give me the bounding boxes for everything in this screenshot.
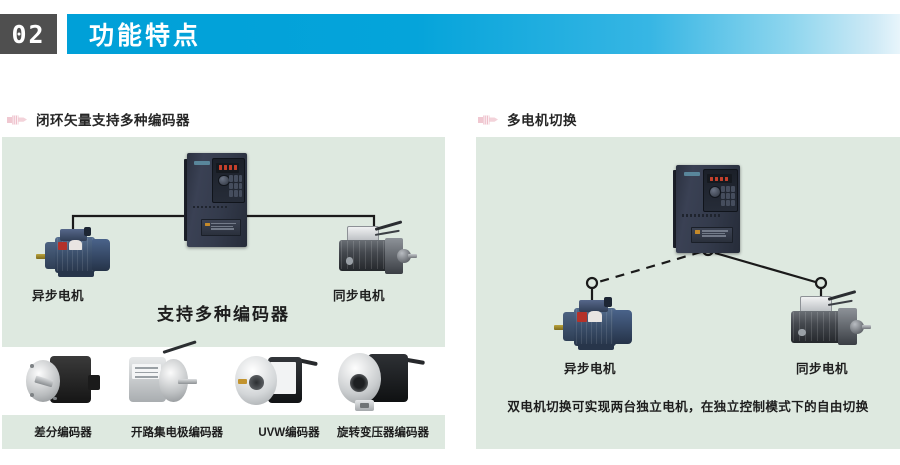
motor-endbell <box>44 241 58 269</box>
servo-body-ridges <box>793 311 841 341</box>
motor-terminal-box <box>579 299 608 313</box>
servo-flange <box>385 237 404 274</box>
motor-shaft <box>554 325 566 331</box>
motor-fan-cover <box>92 239 111 272</box>
servo-shaft <box>861 325 872 330</box>
motor-endbell <box>563 312 577 342</box>
servo-body-ridges <box>340 241 387 270</box>
servo-body <box>339 240 389 272</box>
encoder-open-collector-icon <box>126 340 198 409</box>
vfd-keypad-buttons <box>229 175 243 197</box>
encoder-resolver-icon <box>338 351 425 412</box>
multi-motor-switch-panel: 异步电机 同步电机 双电机切换可实现两台独立电机，在独立控制模式下的自由切换 <box>476 137 900 449</box>
subheading-multi-motor-switch: 多电机切换 <box>477 108 577 130</box>
section-number: 02 <box>11 19 46 49</box>
vfd-side-flap <box>184 158 188 242</box>
closed-loop-vector-panel: 异步电机 同步电机 支持多种编码器 <box>2 137 445 347</box>
encoder-label-row: 差分编码器 开路集电极编码器 UVW编码器 旋转变压器编码器 <box>2 415 445 449</box>
encoder-label-open-collector: 开路集电极编码器 <box>131 427 223 439</box>
servo-flange <box>838 308 857 346</box>
vfd-brand-logo <box>194 160 210 166</box>
multi-motor-caption: 双电机切换可实现两台独立电机，在独立控制模式下的自由切换 <box>507 400 869 414</box>
vfd-keypad-panel <box>702 169 739 212</box>
encoder-uvw-icon <box>234 353 319 409</box>
asynchronous-motor-label: 异步电机 <box>32 289 85 303</box>
motor-foot <box>577 343 615 350</box>
vfd-knob <box>218 175 230 187</box>
encoder-photo-row <box>2 340 445 415</box>
asynchronous-motor-graphic <box>554 295 638 353</box>
servo-marking <box>345 257 354 265</box>
section-number-badge: 02 <box>0 14 57 54</box>
synchronous-motor-label: 同步电机 <box>333 289 386 303</box>
vfd-inverter-device <box>673 165 740 253</box>
vfd-vent <box>682 214 721 217</box>
vfd-inverter-device <box>184 153 247 247</box>
servo-shaft <box>408 254 418 258</box>
motor-foot <box>58 271 94 277</box>
motor-shaft <box>36 253 48 259</box>
encoder-section-title: 支持多种编码器 <box>157 305 290 324</box>
servo-body <box>791 310 842 344</box>
subheading-label: 多电机切换 <box>507 113 577 128</box>
vfd-vent <box>193 205 229 209</box>
synchronous-motor-label: 同步电机 <box>796 362 849 376</box>
motor-fan-cover <box>612 310 633 344</box>
vfd-keypad-buttons <box>721 185 736 206</box>
motor-connector <box>84 227 92 236</box>
motor-white-label <box>588 311 602 322</box>
servo-hub <box>850 319 865 334</box>
junction-node-left <box>585 276 599 290</box>
subheading-label: 闭环矢量支持多种编码器 <box>36 113 190 128</box>
page-header: 02 功能特点 <box>0 14 900 54</box>
motor-connector <box>604 297 612 307</box>
page-title: 功能特点 <box>89 22 202 50</box>
subheading-closed-loop-vector: 闭环矢量支持多种编码器 <box>6 108 190 130</box>
servo-hub <box>396 248 411 263</box>
synchronous-motor-graphic <box>788 290 872 351</box>
encoder-label-differential: 差分编码器 <box>34 427 92 439</box>
hand-point-right-icon <box>478 115 498 124</box>
encoder-label-resolver: 旋转变压器编码器 <box>337 427 429 439</box>
vfd-side-flap <box>673 170 677 248</box>
vfd-nameplate <box>201 218 241 236</box>
servo-marking <box>798 328 806 337</box>
motor-white-label <box>68 240 82 251</box>
hand-point-right-icon <box>7 115 27 124</box>
vfd-nameplate <box>691 226 734 243</box>
vfd-brand-logo <box>683 172 701 177</box>
motor-red-label <box>576 312 587 322</box>
vfd-display-screen <box>706 174 732 184</box>
motor-terminal-box <box>60 229 88 242</box>
encoder-label-uvw: UVW编码器 <box>258 427 320 439</box>
motor-red-label <box>57 241 68 251</box>
encoder-differential-icon <box>24 353 100 409</box>
vfd-keypad-panel <box>212 157 246 203</box>
vfd-display-screen <box>215 163 240 173</box>
asynchronous-motor-label: 异步电机 <box>564 362 617 376</box>
asynchronous-motor-graphic <box>36 225 116 280</box>
junction-node-right <box>814 276 828 290</box>
vfd-knob <box>709 185 722 198</box>
section-title-bar: 功能特点 <box>67 14 900 54</box>
synchronous-motor-graphic <box>336 220 418 279</box>
